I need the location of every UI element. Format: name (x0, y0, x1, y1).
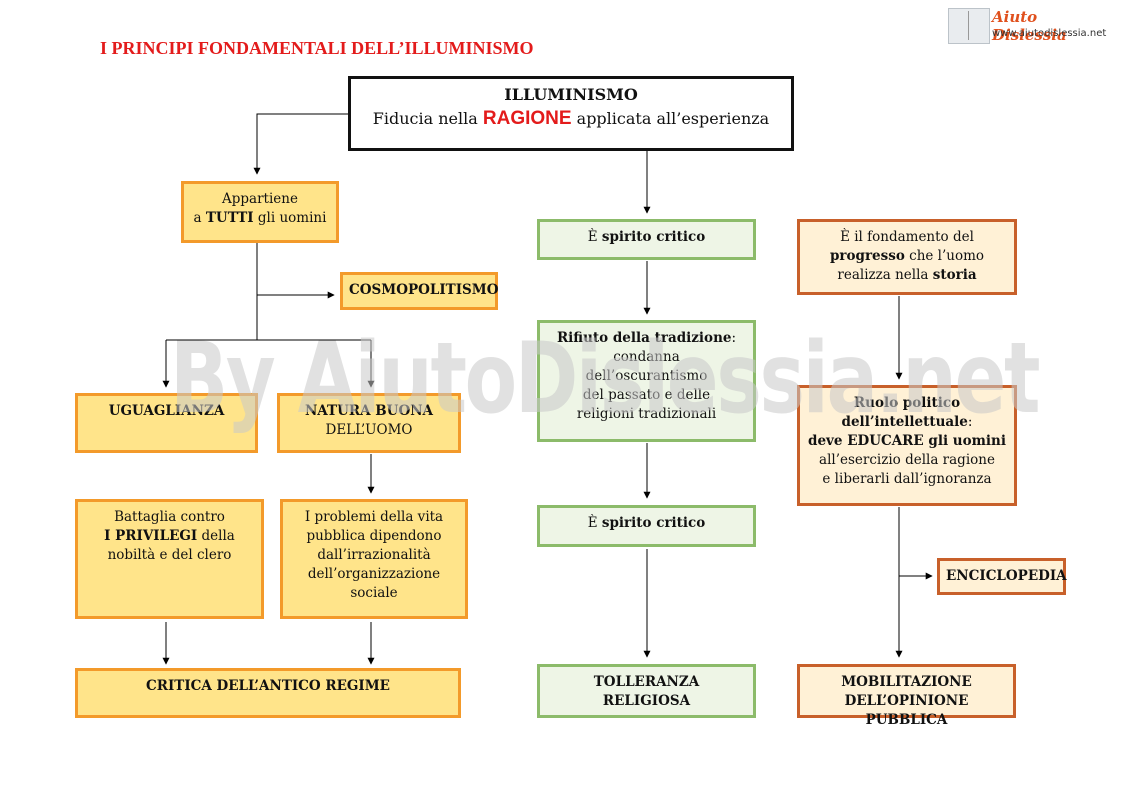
battaglia-line3: nobiltà e del clero (107, 547, 232, 563)
battaglia-box: Battaglia contro I PRIVILEGI della nobil… (75, 499, 264, 619)
progresso-line1: È il fondamento del (840, 229, 974, 245)
natura-line1: NATURA BUONA (304, 403, 434, 419)
enciclopedia-box: ENCICLOPEDIA (937, 558, 1067, 595)
critica-box: CRITICA DELL’ANTICO REGIME (75, 668, 461, 718)
spirito2-label: È spirito critico (587, 515, 706, 531)
progresso-line3: realizza nella storia (837, 267, 977, 283)
tolleranza-box: TOLLERANZA RELIGIOSA (537, 664, 756, 718)
ruolo-line2: dell’intellettuale: (841, 414, 973, 430)
rifiuto-line: dell’oscurantismo (585, 368, 708, 384)
spirito-critico-box-1: È spirito critico (537, 219, 756, 260)
logo-url: www.aiutodislessia.net (992, 28, 1107, 39)
natura-buona-box: NATURA BUONA DELL’UOMO (277, 393, 461, 453)
spirito-critico-box-2: È spirito critico (537, 505, 756, 547)
ruolo-politico-box: Ruolo politico dell’intellettuale: deve … (797, 385, 1017, 506)
problemi-line: dell’organizzazione (307, 566, 441, 582)
ragione-highlight: RAGIONE (482, 108, 572, 129)
critica-label: CRITICA DELL’ANTICO REGIME (146, 678, 390, 694)
battaglia-line2: I PRIVILEGI della (104, 528, 235, 544)
progresso-line2: progresso che l’uomo (829, 248, 985, 264)
mobilitazione-line1: MOBILITAZIONE (841, 674, 972, 690)
rifiuto-line1: Rifiuto della tradizione: (556, 330, 737, 346)
logo-brand: Aiuto Dislessia (992, 8, 1067, 44)
problemi-box: I problemi della vita pubblica dipendono… (280, 499, 468, 619)
illuminismo-box: ILLUMINISMO Fiducia nella RAGIONE applic… (348, 76, 794, 151)
book-icon (948, 8, 990, 44)
battaglia-line1: Battaglia contro (114, 509, 225, 525)
arrow-main-to-appartiene (253, 113, 348, 175)
progresso-box: È il fondamento del progresso che l’uomo… (797, 219, 1017, 295)
cosmopolitismo-label: COSMOPOLITISMO (349, 282, 499, 298)
ruolo-line3: deve EDUCARE gli uomini (808, 433, 1006, 449)
rifiuto-tradizione-box: Rifiuto della tradizione: condanna dell’… (537, 320, 756, 442)
mobilitazione-box: MOBILITAZIONE DELL’OPINIONE PUBBLICA (797, 664, 1016, 728)
ruolo-line1: Ruolo politico (853, 395, 961, 411)
problemi-line: sociale (350, 585, 398, 601)
illuminismo-title: ILLUMINISMO (504, 85, 638, 104)
tolleranza-line2: RELIGIOSA (602, 693, 691, 709)
rifiuto-line: religioni tradizionali (576, 406, 717, 422)
aiutodislessia-logo: Aiuto Dislessia www.aiutodislessia.net (948, 8, 1106, 44)
problemi-line: I problemi della vita (304, 509, 444, 525)
mobilitazione-line2: DELL’OPINIONE PUBBLICA (844, 693, 969, 728)
cosmopolitismo-box: COSMOPOLITISMO (340, 272, 499, 310)
appartiene-line2: a TUTTI gli uomini (193, 210, 327, 226)
problemi-line: pubblica dipendono (306, 528, 442, 544)
tolleranza-line1: TOLLERANZA (593, 674, 700, 690)
enciclopedia-label: ENCICLOPEDIA (946, 568, 1067, 584)
problemi-line: dall’irrazionalità (317, 547, 431, 563)
ruolo-line5: e liberarli dall’ignoranza (822, 471, 992, 487)
spirito1-label: È spirito critico (587, 229, 706, 245)
page-title: I PRINCIPI FONDAMENTALI DELL’ILLUMINISMO (100, 38, 534, 58)
appartiene-box: Appartiene a TUTTI gli uomini (181, 181, 339, 243)
rifiuto-line: del passato e delle (582, 387, 711, 403)
rifiuto-line: condanna (613, 349, 680, 365)
uguaglianza-box: UGUAGLIANZA (75, 393, 258, 453)
ruolo-line4: all’esercizio della ragione (819, 452, 995, 468)
appartiene-line1: Appartiene (222, 191, 298, 207)
natura-line2: DELL’UOMO (325, 422, 413, 438)
illuminismo-subtitle: Fiducia nella RAGIONE applicata all’espe… (372, 108, 770, 129)
uguaglianza-label: UGUAGLIANZA (108, 403, 225, 419)
